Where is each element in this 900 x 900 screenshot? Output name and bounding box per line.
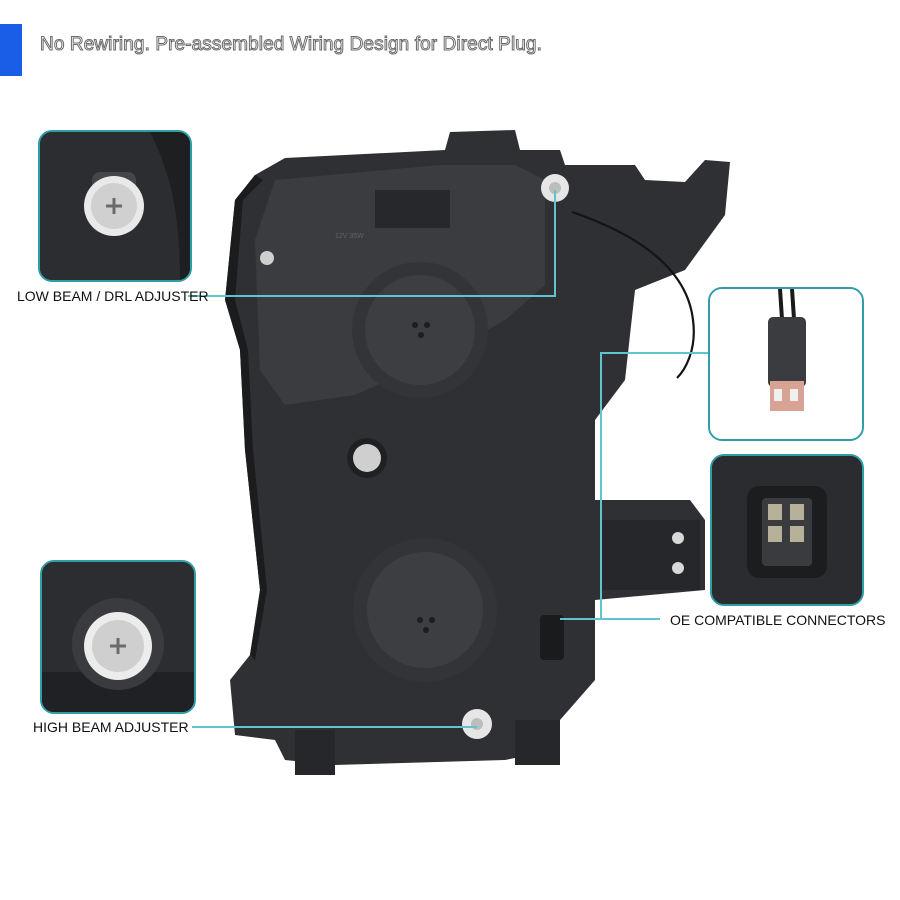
leader-line-oe-vertical: [600, 352, 602, 620]
leader-line-oe-left: [560, 618, 602, 620]
low-beam-drl-adjuster-label: LOW BEAM / DRL ADJUSTER: [17, 288, 209, 304]
housing-marking: 12V 35W: [335, 233, 364, 240]
headlamp-housing-image: 12V 35W: [225, 130, 730, 775]
high-beam-adjuster-inset: [40, 560, 196, 714]
wire-plug-icon: [710, 289, 862, 439]
accent-bar: [0, 24, 22, 76]
headline: No Rewiring. Pre-assembled Wiring Design…: [40, 34, 543, 56]
leader-line-oe-right: [600, 618, 660, 620]
connector-socket-icon: [712, 456, 862, 604]
leader-line-high-beam: [192, 726, 477, 728]
low-beam-adjuster-inset: [38, 130, 192, 282]
leader-line-oe-top: [600, 352, 710, 354]
adjuster-screw-icon: [40, 132, 190, 280]
oe-compatible-connectors-label: OE COMPATIBLE CONNECTORS: [670, 612, 886, 628]
leader-line-low-beam-vertical: [554, 190, 556, 297]
wire-plug-inset: [708, 287, 864, 441]
oe-connector-inset: [710, 454, 864, 606]
high-beam-adjuster-label: HIGH BEAM ADJUSTER: [33, 719, 189, 735]
leader-line-low-beam-horizontal: [188, 295, 556, 297]
adjuster-screw-icon: [42, 562, 194, 712]
